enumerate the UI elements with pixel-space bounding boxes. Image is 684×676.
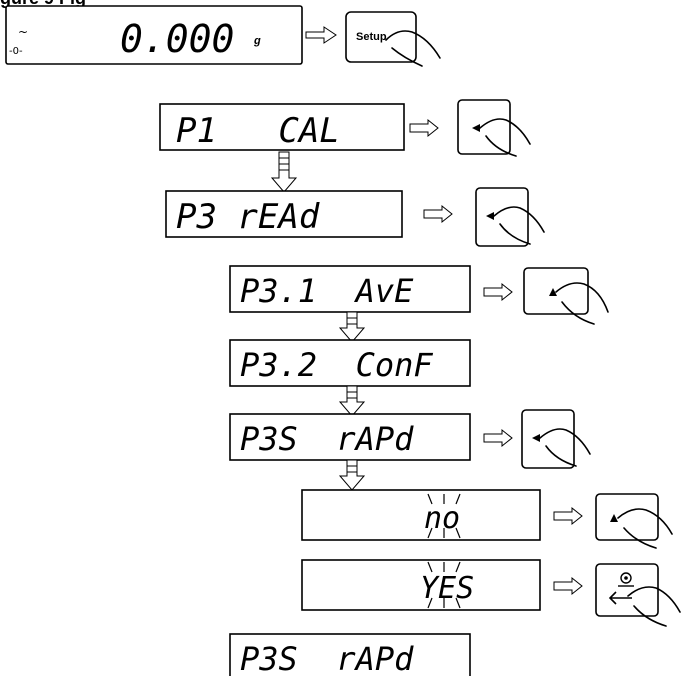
right-arrow-icon xyxy=(553,506,583,526)
weight-value: 0.000 xyxy=(120,17,234,61)
display-panel-step-1: P1 CAL xyxy=(159,103,405,151)
left-arrow-key[interactable] xyxy=(521,409,591,469)
finger-icon xyxy=(627,586,681,627)
finger-icon xyxy=(555,282,609,325)
left-arrow-icon xyxy=(532,434,540,442)
right-arrow-icon xyxy=(409,118,439,138)
finger-icon xyxy=(539,428,591,467)
up-arrow-key[interactable] xyxy=(595,493,673,549)
enter-arrow-icon xyxy=(608,591,632,605)
unit-label: g xyxy=(253,35,261,47)
up-arrow-icon xyxy=(549,288,557,296)
left-arrow-key[interactable] xyxy=(457,99,531,157)
right-arrow-icon xyxy=(553,576,583,596)
display-text: P1 CAL xyxy=(176,111,340,151)
left-arrow-icon xyxy=(472,124,480,132)
display-text: P3 rEAd xyxy=(176,197,320,237)
setup-button[interactable]: Setup xyxy=(345,11,441,67)
stability-indicator: ~ xyxy=(18,25,28,39)
display-text: P3.1 AvE xyxy=(240,272,414,310)
display-text: no xyxy=(424,501,460,536)
enter-key[interactable] xyxy=(595,563,681,627)
display-text: P3S rAPd xyxy=(240,420,414,458)
zero-indicator: -0- xyxy=(9,46,23,57)
right-arrow-icon xyxy=(423,204,453,224)
print-icon xyxy=(620,572,632,584)
display-panel-top: ~ -0- 0.000 g xyxy=(5,5,303,65)
blink-marks-icon xyxy=(427,493,461,539)
display-panel-step-8: P3S rAPd xyxy=(229,633,471,676)
down-arrow-icon xyxy=(338,385,366,417)
finger-icon xyxy=(479,118,531,157)
down-arrow-icon xyxy=(338,459,366,491)
display-text: P3S rAPd xyxy=(240,640,414,676)
display-text: YES xyxy=(420,571,474,606)
display-panel-step-7: YES xyxy=(301,559,541,611)
display-panel-step-6: no xyxy=(301,489,541,541)
up-arrow-key[interactable] xyxy=(523,267,609,325)
up-arrow-icon xyxy=(610,514,618,522)
display-panel-step-2: P3 rEAd xyxy=(165,190,403,238)
finger-icon xyxy=(385,30,441,67)
right-arrow-icon xyxy=(483,428,513,448)
left-arrow-key[interactable] xyxy=(475,187,545,247)
finger-icon xyxy=(617,508,673,549)
display-panel-step-5: P3S rAPd xyxy=(229,413,471,461)
down-arrow-icon xyxy=(338,311,366,343)
setup-button-label: Setup xyxy=(356,31,387,43)
right-arrow-icon xyxy=(305,26,337,44)
blink-marks-icon xyxy=(427,561,461,609)
display-panel-step-4: P3.2 ConF xyxy=(229,339,471,387)
display-panel-step-3: P3.1 AvE xyxy=(229,265,471,313)
finger-icon xyxy=(493,206,545,245)
display-text: P3.2 ConF xyxy=(240,346,433,384)
right-arrow-icon xyxy=(483,282,513,302)
left-arrow-icon xyxy=(486,212,494,220)
down-arrow-icon xyxy=(270,151,298,193)
figure-title: gure 9 Fig xyxy=(0,0,86,9)
